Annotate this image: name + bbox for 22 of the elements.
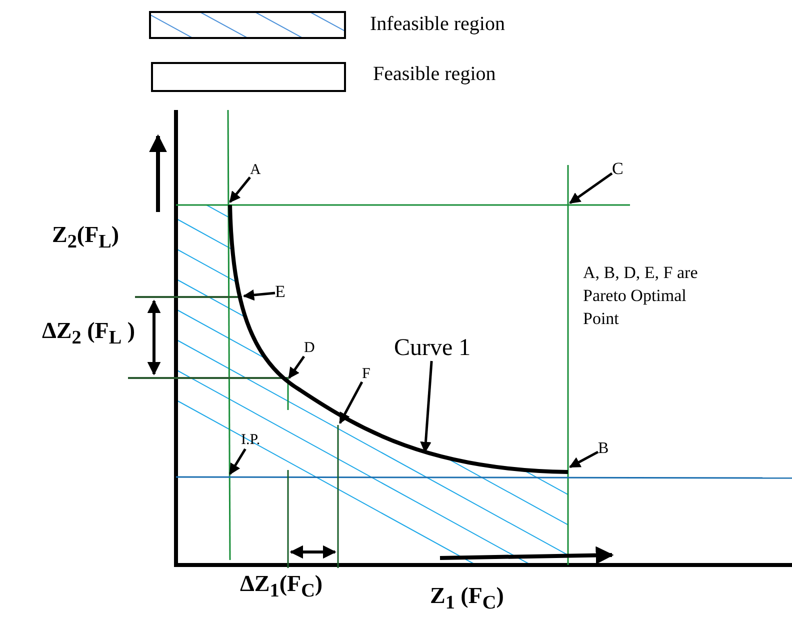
leader-arrow xyxy=(242,289,276,301)
leader-arrow xyxy=(288,356,306,379)
axis-label: Z$_{1}$ (F$_{C}$) xyxy=(430,583,504,614)
leader-arrow xyxy=(569,450,599,468)
point-label: B xyxy=(598,440,609,458)
leader-arrow xyxy=(569,172,613,204)
legend-text: Infeasible region xyxy=(370,13,505,35)
point-label: A xyxy=(250,162,261,178)
point-label: E xyxy=(275,283,286,302)
dimension-label: ΔZ$_{2}$ (F$_{L}$ ) xyxy=(42,318,136,349)
legend-text: Feasible region xyxy=(373,63,496,85)
dimension-label: ΔZ$_{1}$(F$_{C}$) xyxy=(240,571,323,602)
point-label: D xyxy=(304,340,315,356)
note-text: A, B, D, E, F are Pareto Optimal Point xyxy=(583,262,699,330)
leader-arrow xyxy=(338,381,364,424)
leader-arrow xyxy=(228,448,246,475)
axis-label: Z$_{2}$(F$_{L}$) xyxy=(52,222,120,253)
leader-arrow xyxy=(229,176,251,203)
point-label: F xyxy=(362,366,370,382)
point-label: C xyxy=(612,160,624,179)
leader-arrow xyxy=(420,360,433,454)
curve-label: Curve 1 xyxy=(394,335,471,362)
